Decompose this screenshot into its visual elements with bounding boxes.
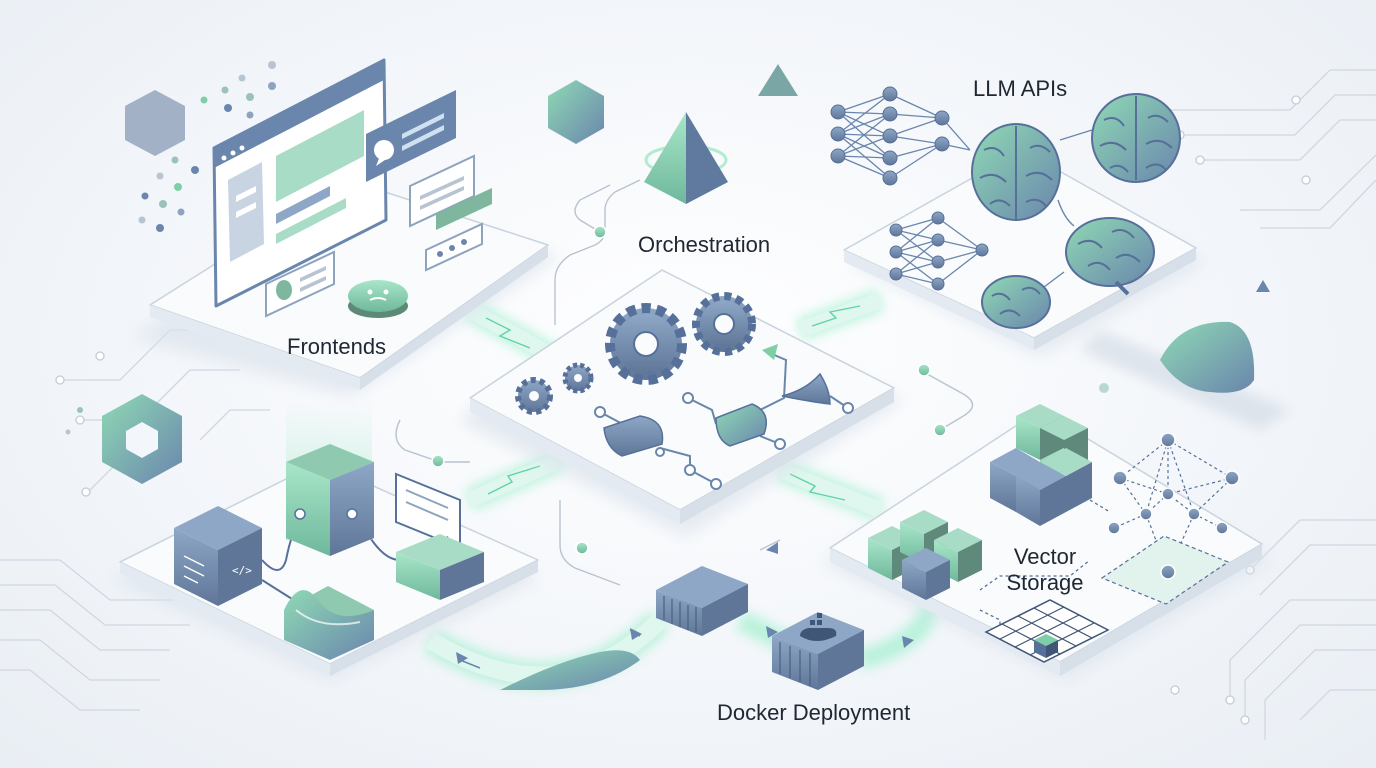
smiley-button-icon[interactable] <box>348 280 408 318</box>
link-lines <box>395 179 974 586</box>
brain-icon <box>971 123 1061 221</box>
logic-gate-icon <box>781 372 831 405</box>
vector-storage-label-line2: Storage <box>1006 570 1084 596</box>
brain-icon <box>1091 93 1181 183</box>
circuit-traces <box>0 69 1376 740</box>
graph-network-icon <box>1100 432 1240 605</box>
data-stream-blob <box>1080 321 1290 430</box>
docker-deployment-label: Docker Deployment <box>717 700 911 725</box>
browser-window-icon <box>212 58 388 308</box>
chat-bubble-icon <box>436 188 492 230</box>
vector-storage-label-line1: Vector <box>1013 544 1077 569</box>
hexagon-ring-icon <box>102 394 182 484</box>
gear-icon <box>515 377 553 415</box>
dot-accent <box>1099 383 1109 393</box>
cube-stack-icon <box>990 404 1092 526</box>
hexagon-icon <box>125 90 185 156</box>
brain-icon <box>981 275 1051 329</box>
profile-card-icon <box>265 250 335 318</box>
frontends-label: Frontends <box>287 334 387 359</box>
arrow-icon <box>762 344 778 360</box>
cube-grid-icon <box>868 510 982 600</box>
dot-matrix <box>65 61 276 435</box>
gear-icon <box>562 362 594 394</box>
dashed-links <box>979 499 1111 630</box>
orchestration-label: Orchestration <box>638 232 771 257</box>
docker-whale-icon <box>800 613 837 641</box>
brain-icon <box>1065 217 1155 296</box>
wave-data-icon <box>284 586 374 660</box>
chat-bubble-icon <box>425 222 483 272</box>
chat-bubble-icon <box>409 154 475 228</box>
orchestration-platform <box>458 269 904 536</box>
vector-storage-label: Vector Storage <box>1000 544 1090 597</box>
triangle-icon <box>1256 280 1270 292</box>
server-block-icon <box>286 444 374 556</box>
flow-arrows <box>456 542 914 664</box>
shipping-container-icon <box>656 566 748 636</box>
storage-box-icon <box>396 534 484 600</box>
link-nodes <box>431 225 947 555</box>
gear-icon <box>692 292 756 356</box>
logic-flow-nodes <box>594 392 854 490</box>
chat-bubble-icon <box>366 90 456 182</box>
neural-network-icon <box>830 86 971 186</box>
neural-network-icon <box>889 211 989 291</box>
llm-apis-label: LLM APIs <box>973 76 1068 101</box>
logic-gate-icon <box>715 403 767 447</box>
code-cube-icon: </> <box>174 506 262 606</box>
logic-gate-icon <box>603 415 664 457</box>
gear-icon <box>605 303 687 385</box>
frontends-platform <box>132 179 560 396</box>
triangle-icon <box>758 64 798 96</box>
grid-plane-icon <box>984 599 1110 663</box>
hexagon-icon <box>548 80 604 144</box>
code-glyph: </> <box>232 564 252 577</box>
pyramid-icon <box>644 112 728 204</box>
